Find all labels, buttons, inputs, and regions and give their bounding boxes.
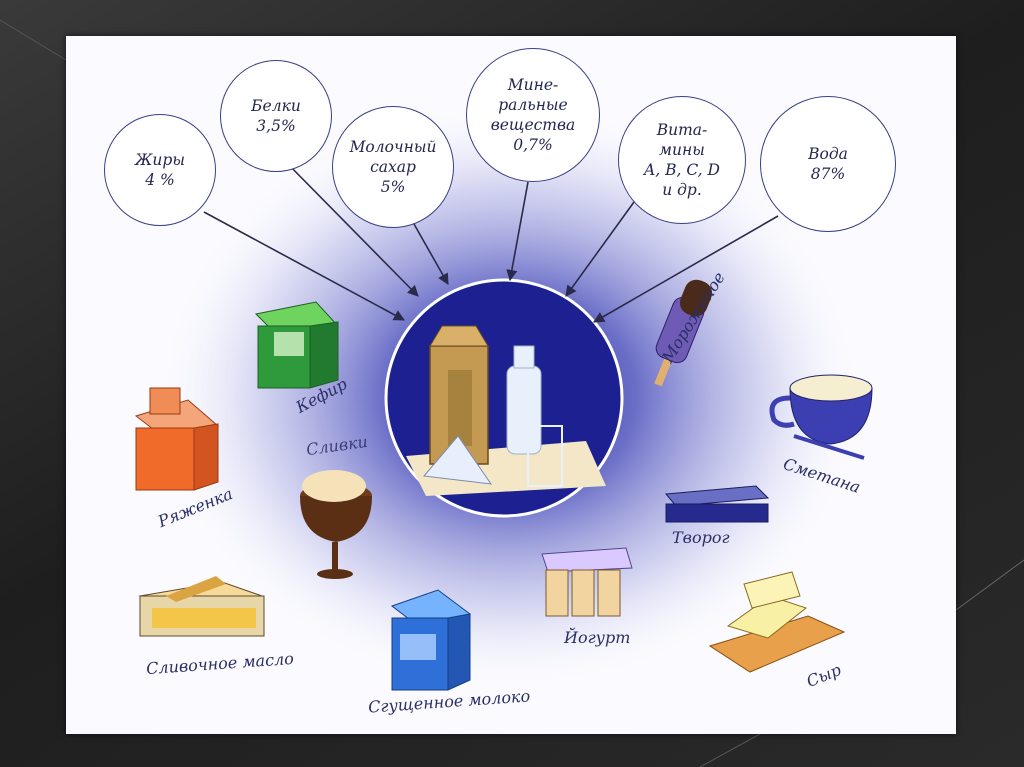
illustration-panel: Жиры 4 % Белки 3,5% Молочный сахар 5% Ми… [66,36,956,734]
bubble-milk-sugar: Молочный сахар 5% [332,106,454,228]
condensed-milk-carton [392,590,470,690]
yogurt-cups [542,548,632,616]
kefir-carton [256,302,338,388]
bubble-water: Вода 87% [760,96,896,232]
bubble-fats: Жиры 4 % [104,114,216,226]
label-iogurt: Йогурт [564,628,630,647]
bubble-proteins: Белки 3,5% [220,60,332,172]
bubble-minerals: Мине- ральные вещества 0,7% [466,48,600,182]
center-milk-circle [386,280,622,516]
label-tvorog: Творог [672,528,730,547]
bubble-vitamins: Вита- мины A, B, C, D и др. [618,96,746,224]
